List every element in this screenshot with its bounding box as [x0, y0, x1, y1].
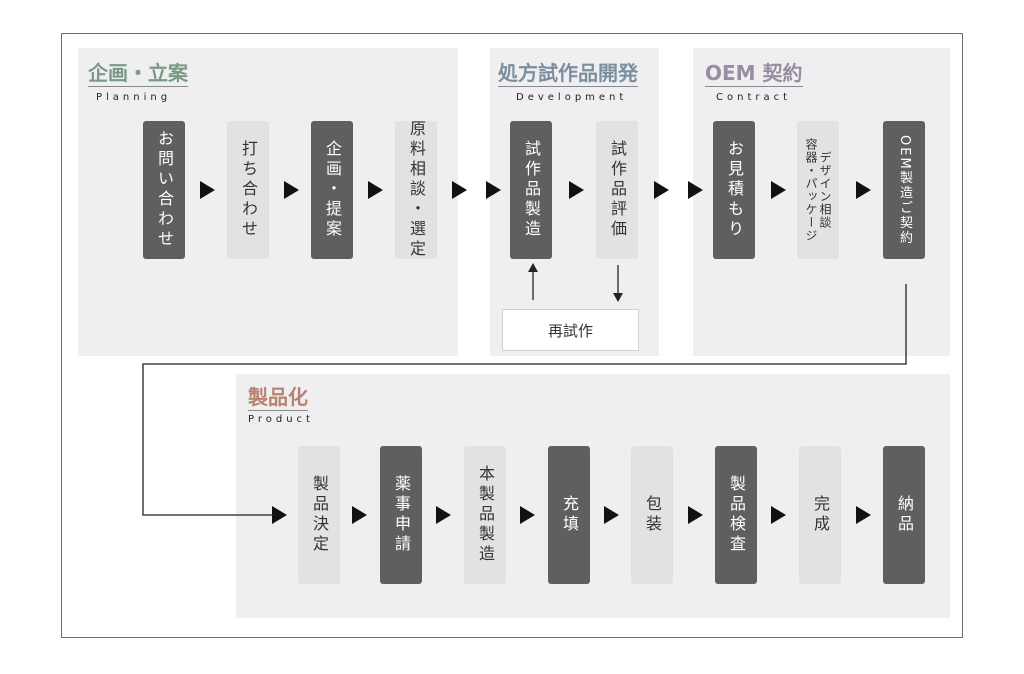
arrow-right-16 [688, 506, 703, 524]
step-production: 本製品製造 [464, 446, 506, 584]
arrow-right-13 [436, 506, 451, 524]
development-subtitle: Development [516, 92, 628, 103]
step-evaluation: 試作品評価 [596, 121, 638, 259]
arrow-right-17 [771, 506, 786, 524]
step-inspection-label: 製品検査 [727, 475, 746, 555]
step-completion: 完成 [799, 446, 841, 584]
arrow-right-4 [452, 181, 467, 199]
step-evaluation-label: 試作品評価 [608, 140, 627, 240]
planning-subtitle: Planning [96, 92, 172, 103]
arrow-right-5 [486, 181, 501, 199]
step-meeting: 打ち合わせ [227, 121, 269, 259]
step-package: 容器・パッケージ デザイン相談 [797, 121, 839, 259]
step-proposal: 企画・提案 [311, 121, 353, 259]
contract-subtitle: Contract [716, 92, 792, 103]
step-filling: 充填 [548, 446, 590, 584]
step-packaging-label: 包装 [643, 495, 662, 535]
step-regulatory-label: 薬事申請 [392, 475, 411, 555]
step-inquiry-label: お問い合わせ [155, 130, 174, 250]
step-proposal-label: 企画・提案 [323, 140, 342, 240]
product-title: 製品化 [248, 385, 308, 411]
arrow-right-14 [520, 506, 535, 524]
arrow-right-3 [368, 181, 383, 199]
step-inspection: 製品検査 [715, 446, 757, 584]
step-delivery-label: 納品 [895, 495, 914, 535]
arrow-right-1 [200, 181, 215, 199]
step-decision-label: 製品決定 [310, 475, 329, 555]
arrow-right-7 [654, 181, 669, 199]
step-meeting-label: 打ち合わせ [239, 140, 258, 240]
product-subtitle: Product [248, 414, 314, 425]
step-prototype-label: 試作品製造 [522, 140, 541, 240]
step-packaging: 包装 [631, 446, 673, 584]
step-package-label-1: 容器・パッケージ [804, 138, 818, 242]
arrow-right-12 [352, 506, 367, 524]
step-oem-label: OEM製造ご契約 [897, 134, 912, 246]
arrow-right-9 [771, 181, 786, 199]
arrow-right-11 [272, 506, 287, 524]
arrow-right-15 [604, 506, 619, 524]
retry-label: 再試作 [547, 321, 593, 340]
step-regulatory: 薬事申請 [380, 446, 422, 584]
arrow-right-2 [284, 181, 299, 199]
step-estimate: お見積もり [713, 121, 755, 259]
step-oem: OEM製造ご契約 [883, 121, 925, 259]
arrow-right-10 [856, 181, 871, 199]
step-inquiry: お問い合わせ [143, 121, 185, 259]
step-completion-label: 完成 [811, 495, 830, 535]
step-filling-label: 充填 [560, 495, 579, 535]
step-package-label-2: デザイン相談 [818, 151, 832, 229]
retry-down-arrowhead [613, 293, 623, 302]
arrow-right-6 [569, 181, 584, 199]
step-materials: 原料相談・選定 [395, 120, 437, 260]
flow-connector-line [142, 284, 907, 516]
retry-box: 再試作 [502, 309, 639, 351]
arrow-right-18 [856, 506, 871, 524]
contract-title: OEM 契約 [705, 61, 803, 87]
arrow-right-8 [688, 181, 703, 199]
step-prototype: 試作品製造 [510, 121, 552, 259]
planning-title: 企画・立案 [88, 61, 188, 87]
step-materials-label: 原料相談・選定 [407, 120, 426, 260]
step-estimate-label: お見積もり [725, 140, 744, 240]
development-title: 処方試作品開発 [498, 61, 638, 87]
diagram-frame [61, 33, 963, 638]
retry-up-arrowhead [528, 263, 538, 272]
step-production-label: 本製品製造 [476, 465, 495, 565]
step-decision: 製品決定 [298, 446, 340, 584]
step-delivery: 納品 [883, 446, 925, 584]
